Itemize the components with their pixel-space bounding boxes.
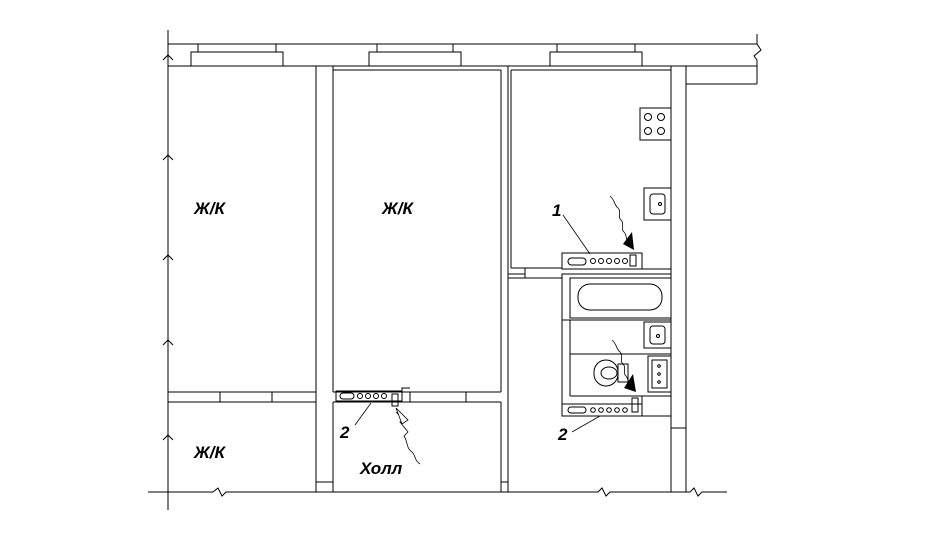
leader-2b — [571, 415, 601, 433]
kitchen-room — [508, 69, 672, 278]
utility-cabinet-icon — [647, 355, 672, 393]
gas-pipe-1 — [609, 195, 629, 245]
room-3 — [167, 402, 317, 492]
arrow-1-icon — [623, 232, 634, 250]
leader-2a — [354, 402, 372, 426]
stove-icon — [639, 107, 672, 141]
hall-room — [316, 392, 508, 492]
radiator-1-icon — [561, 252, 671, 270]
radiator-2b-icon — [561, 396, 671, 417]
kitchen-sink-icon — [643, 187, 672, 221]
radiator-2a-icon — [335, 387, 410, 407]
arrow-2b-icon — [624, 374, 636, 392]
room-3-label: Ж/К — [193, 443, 226, 462]
leader-1 — [562, 214, 591, 255]
marker-2a-label: 2 — [339, 423, 350, 442]
marker-2b-label: 2 — [557, 425, 568, 444]
exterior-walls — [148, 30, 762, 510]
bathroom-room — [508, 273, 672, 492]
room-1-label: Ж/К — [193, 199, 226, 218]
gas-pipe-2a — [395, 411, 421, 465]
marker-1-label: 1 — [552, 201, 561, 220]
room-2-label: Ж/К — [381, 199, 414, 218]
hall-label: Холл — [359, 459, 403, 478]
arrow-2a-icon — [395, 407, 409, 425]
bathtub-icon — [577, 283, 663, 311]
gas-pipe-2b — [611, 339, 631, 388]
washbasin-icon — [643, 321, 672, 349]
room-1 — [167, 65, 317, 403]
